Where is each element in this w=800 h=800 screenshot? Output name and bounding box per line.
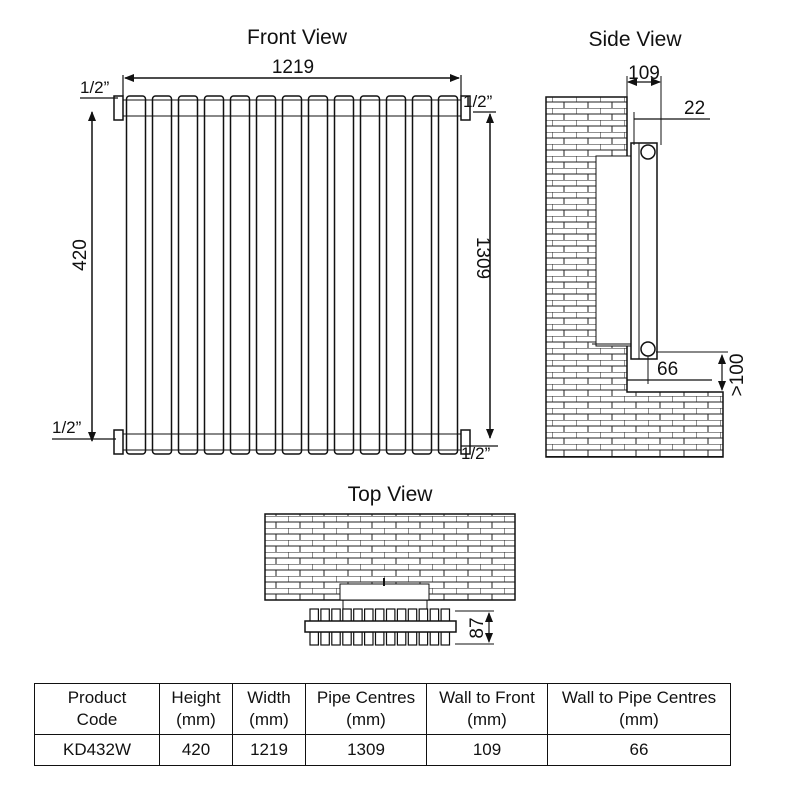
- header-subtext: (mm): [176, 710, 216, 729]
- height-dimension-label: 420: [70, 239, 91, 271]
- pipe-centres-dimension-label: 1309: [472, 237, 493, 279]
- front-view: Front View 1219 1/2” 1/2” 1/2” 1/2” 420 …: [52, 26, 498, 463]
- radiator-columns: [122, 95, 462, 455]
- cell-wall-to-front: 109: [426, 734, 548, 766]
- top-radiator-section: [429, 631, 440, 646]
- top-radiator-section: [440, 631, 451, 646]
- depth-dimension-label: 87: [467, 617, 488, 638]
- top-radiator-section: [407, 608, 418, 623]
- top-radiator-section: [418, 608, 429, 623]
- top-radiator-section: [396, 631, 407, 646]
- radiator-column: [255, 95, 277, 455]
- top-radiator-section: [309, 631, 319, 646]
- side-pipe-bottom: [640, 341, 656, 357]
- cell-product-code: KD432W: [34, 734, 160, 766]
- side-view: Side View 109 22 66 >100: [545, 28, 748, 458]
- top-radiator-section: [364, 608, 374, 623]
- top-view-title: Top View: [348, 483, 434, 506]
- wall-to-front-label: 109: [628, 63, 660, 84]
- radiator-column: [203, 95, 225, 455]
- top-radiator-section: [320, 631, 330, 646]
- fitting-bottom-right: [460, 429, 471, 455]
- top-radiator-section: [342, 608, 352, 623]
- header-text: Product: [67, 688, 127, 707]
- radiator-column: [177, 95, 199, 455]
- top-radiator-section: [309, 608, 319, 623]
- top-radiator-section: [418, 631, 429, 646]
- fitting-label-bottom-left: 1/2”: [52, 418, 82, 437]
- header-subtext: (mm): [346, 710, 386, 729]
- cell-width: 1219: [232, 734, 306, 766]
- top-radiator-section: [429, 608, 440, 623]
- top-radiator-section: [385, 631, 396, 646]
- header-subtext: (mm): [467, 710, 507, 729]
- top-radiator-section: [331, 631, 341, 646]
- cell-pipe-centres: 1309: [305, 734, 427, 766]
- fitting-top-right: [460, 95, 471, 121]
- top-radiator-section: [353, 631, 363, 646]
- header-wall-to-pipe-centres: Wall to Pipe Centres (mm): [547, 683, 731, 735]
- header-subtext: (mm): [619, 710, 659, 729]
- top-radiator-section: [396, 608, 407, 623]
- header-width: Width (mm): [232, 683, 306, 735]
- top-bracket: [339, 583, 430, 601]
- radiator-column: [411, 95, 433, 455]
- radiator-column: [125, 95, 147, 455]
- radiator-column: [437, 95, 459, 455]
- header-wall-to-front: Wall to Front (mm): [426, 683, 548, 735]
- floor-clearance-label: >100: [727, 354, 748, 397]
- top-radiator-section: [364, 631, 374, 646]
- table-row: KD432W 420 1219 1309 109 66: [34, 734, 731, 766]
- top-radiator-section: [407, 631, 418, 646]
- width-dimension-label: 1219: [272, 57, 314, 78]
- top-radiator-section: [374, 608, 385, 623]
- pipe-offset-label: 66: [657, 359, 678, 380]
- radiator-column: [359, 95, 381, 455]
- header-text: Height: [171, 688, 221, 707]
- top-radiator-section: [440, 608, 451, 623]
- radiator-column: [229, 95, 251, 455]
- top-header-pipe: [304, 620, 457, 633]
- cell-wall-to-pipe-centres: 66: [547, 734, 731, 766]
- bracket-dimension-label: 22: [684, 98, 705, 119]
- header-text: Width: [247, 688, 291, 707]
- radiator-column: [281, 95, 303, 455]
- fitting-label-top-right: 1/2”: [463, 92, 493, 111]
- top-radiator-section: [374, 631, 385, 646]
- side-view-title: Side View: [588, 28, 682, 51]
- radiator-column: [151, 95, 173, 455]
- radiator-column: [385, 95, 407, 455]
- header-text: Pipe Centres: [316, 688, 416, 707]
- header-text: Wall to Front: [439, 688, 535, 707]
- side-bracket: [595, 155, 633, 347]
- fitting-label-top-left: 1/2”: [80, 78, 110, 97]
- top-radiator-section: [385, 608, 396, 623]
- radiator-column: [307, 95, 329, 455]
- front-view-title: Front View: [247, 26, 348, 49]
- side-pipe-top: [640, 144, 656, 160]
- header-subtext: (mm): [249, 710, 289, 729]
- top-radiator-section: [353, 608, 363, 623]
- header-height: Height (mm): [159, 683, 233, 735]
- top-radiator-section: [331, 608, 341, 623]
- header-text: Wall to Pipe Centres: [561, 688, 717, 707]
- header-pipe-centres: Pipe Centres (mm): [305, 683, 427, 735]
- top-radiator-section: [342, 631, 352, 646]
- cell-height: 420: [159, 734, 233, 766]
- fitting-label-bottom-right: 1/2”: [461, 444, 491, 463]
- top-view: Top View 87: [264, 483, 516, 646]
- side-radiator-body: [630, 142, 658, 360]
- header-subtext: Code: [76, 710, 118, 729]
- radiator-column: [333, 95, 355, 455]
- fitting-top-left: [113, 95, 124, 121]
- fitting-bottom-left: [113, 429, 124, 455]
- top-radiator-section: [320, 608, 330, 623]
